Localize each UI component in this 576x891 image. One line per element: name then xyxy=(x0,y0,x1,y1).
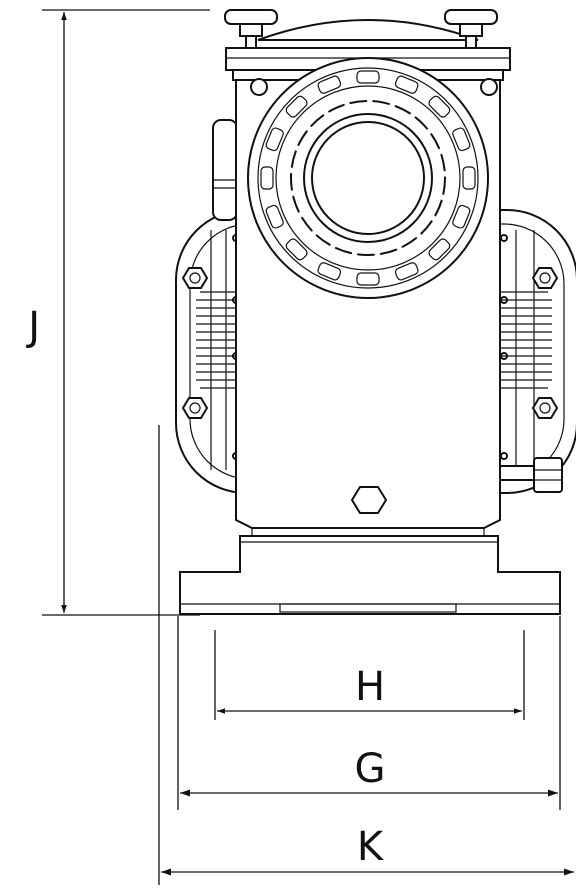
flange-lug xyxy=(285,95,308,118)
flange-lug xyxy=(394,262,419,281)
side-conduit xyxy=(212,119,238,221)
flange-lug xyxy=(428,95,451,118)
flange-lug xyxy=(265,127,284,152)
motor-housing xyxy=(175,209,576,494)
flange-lug xyxy=(265,204,284,229)
dimension-g xyxy=(177,616,561,810)
dimension-j xyxy=(42,9,210,616)
flange-lug xyxy=(356,70,380,84)
dimension-label-h: H xyxy=(355,664,385,710)
dimension-label-k: K xyxy=(357,824,385,870)
flange-lug xyxy=(317,262,342,281)
motor-fins-left xyxy=(196,230,240,470)
flange-lug xyxy=(356,272,380,286)
strainer-lid xyxy=(257,19,479,41)
flange-lug xyxy=(285,238,308,261)
flange-lug xyxy=(452,204,471,229)
motor-fins-right xyxy=(500,230,552,470)
dimension-label-g: G xyxy=(355,746,386,792)
knob-right xyxy=(444,9,498,49)
flange-lug xyxy=(317,75,342,94)
flange-lug xyxy=(394,75,419,94)
inlet-flange xyxy=(247,57,489,299)
flange-lug xyxy=(428,238,451,261)
dimension-label-j: J xyxy=(25,304,40,350)
drain-plug xyxy=(499,457,563,493)
knob-left xyxy=(224,9,278,49)
motor-bolts xyxy=(181,267,559,419)
dimension-k xyxy=(158,425,574,885)
flange-lug xyxy=(462,166,476,190)
pump-base xyxy=(179,535,561,615)
dimension-h xyxy=(214,630,525,720)
flange-lug xyxy=(452,127,471,152)
flange-lug xyxy=(260,166,274,190)
hex-nut xyxy=(350,486,388,514)
